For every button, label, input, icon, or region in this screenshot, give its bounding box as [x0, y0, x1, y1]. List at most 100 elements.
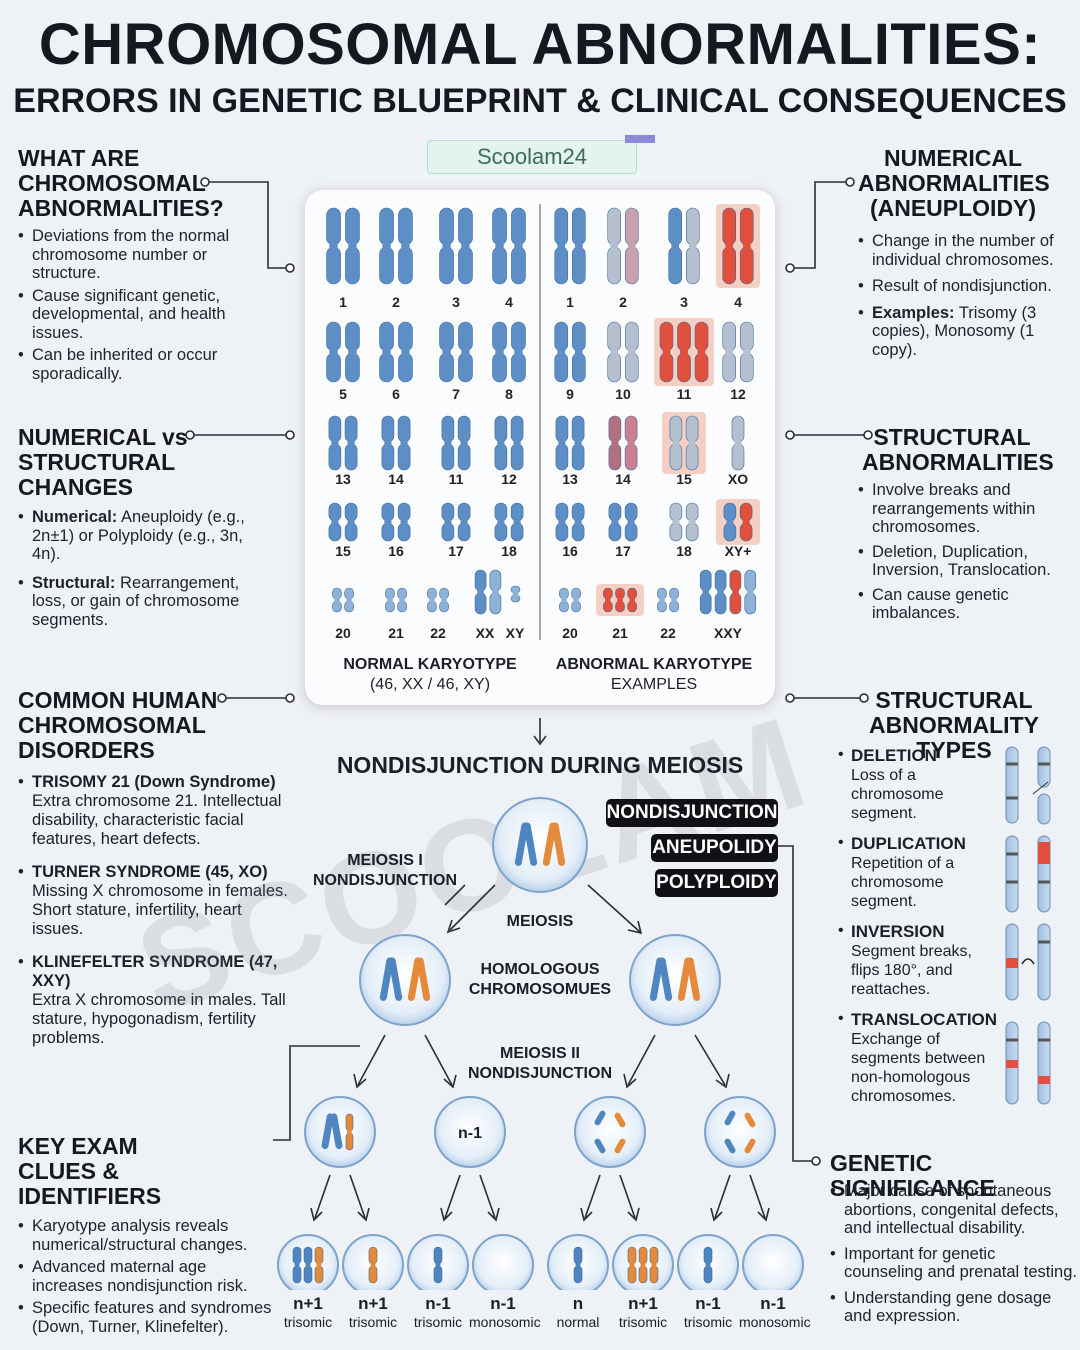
meiosis-title: NONDISJUNCTION DURING MEIOSIS [336, 752, 744, 778]
structural-title: STRUCTURAL ABNORMALITIES [862, 424, 1054, 475]
chromosome-icon [624, 321, 639, 383]
list-item: Can be inherited or occur sporadically. [18, 346, 268, 383]
chromosome-icon [441, 415, 455, 471]
chromosome-pair [441, 502, 471, 542]
chromosome-icon [344, 415, 358, 471]
chromosome-icon [615, 587, 625, 613]
exam-clues-title: KEY EXAM CLUES & IDENTIFIERS [18, 1133, 162, 1209]
chromosome-icon [345, 207, 360, 285]
list-item: Specific features and syndromes (Down, T… [18, 1299, 280, 1336]
struct-type-item: • DUPLICATION Repetition of a chromosome… [838, 834, 998, 922]
duplication-icon [1005, 835, 1051, 913]
chromosome-pair [328, 502, 358, 542]
chromosome-icon [397, 502, 411, 542]
chromosome-icon [326, 207, 341, 285]
chromosome-pair [731, 415, 745, 471]
chromosome-pair [381, 502, 411, 542]
chromosome-pair [607, 321, 639, 383]
disorder-item: • TURNER SYNDROME (45, XO) Missing X chr… [18, 863, 297, 939]
chromosome-label: XY+ [725, 543, 752, 559]
chromosome-label: 2 [619, 294, 627, 310]
chromosome-icon [559, 587, 569, 613]
result-type: trisomic [413, 1314, 463, 1330]
chromosome-label: 18 [676, 543, 692, 559]
bullet-text: Result of nondisjunction. [872, 277, 1052, 295]
chromosome-icon [494, 502, 508, 542]
chromosome-icon [326, 321, 341, 383]
chromosome-label: 15 [676, 471, 692, 487]
disorder-name: TURNER SYNDROME (45, XO) [32, 863, 268, 881]
disorder-name: KLINEFELTER SYNDROME (47, XXY) [32, 953, 278, 990]
chromosome-icon [510, 415, 524, 471]
chromosome-icon [345, 321, 360, 383]
chromosome-icon [458, 321, 473, 383]
what-are-title: WHAT ARE CHROMOSOMAL ABNORMALITIES? [18, 145, 224, 221]
chromosome-icon [571, 502, 585, 542]
chromosome-icon [714, 569, 727, 615]
struct-type-item: • INVERSION Segment breaks, flips 180°, … [838, 922, 998, 1010]
chromatid-icon [614, 1112, 626, 1128]
chromatid-icon [724, 1110, 736, 1126]
disorder-desc: Missing X chromosome in females. Short s… [32, 882, 288, 938]
chromosome-icon [685, 207, 700, 285]
result-count: n-1 [425, 1294, 451, 1313]
list-item: Involve breaks and rearrangements within… [858, 481, 1058, 537]
chromosome-icon [649, 1246, 659, 1284]
chromatid-icon [614, 1138, 626, 1154]
chromosome-label: 4 [505, 294, 513, 310]
chromosome-icon [397, 587, 407, 613]
exam-clues-list: Karyotype analysis reveals numerical/str… [18, 1217, 280, 1336]
struct-type-name: DUPLICATION [851, 834, 966, 853]
chromosome-icon [627, 1246, 637, 1284]
chromosome-label: 10 [615, 386, 631, 402]
x-chromosome-icon [677, 957, 701, 1001]
bullet-bold: Examples: [872, 303, 955, 322]
struct-type-name: DELETION [851, 746, 937, 765]
result-type: monosomic [739, 1314, 811, 1330]
chromosome-icon [439, 321, 454, 383]
chromatid-icon [724, 1138, 736, 1154]
x-chromosome-icon [379, 957, 403, 1001]
chromosome-icon [685, 502, 699, 542]
result-count: n-1 [490, 1294, 516, 1313]
list-item: Karyotype analysis reveals numerical/str… [18, 1217, 280, 1254]
chromosome-pair [608, 502, 638, 542]
list-item: Understanding gene dosage and expression… [830, 1289, 1078, 1326]
chromosome-icon [328, 415, 342, 471]
chromosome-icon [731, 415, 745, 471]
chromosome-icon [603, 587, 613, 613]
chromosome-icon [555, 415, 569, 471]
deletion-icon [1005, 746, 1051, 825]
chromosome-icon [398, 207, 413, 285]
chromosome-label: 8 [505, 386, 513, 402]
chromosome-icon [345, 1113, 354, 1151]
chromosome-label: 6 [392, 386, 400, 402]
list-item: Cause significant genetic, developmental… [18, 287, 268, 343]
chromosome-icon [554, 321, 569, 383]
chromosome-icon [571, 587, 581, 613]
meiosis2-label: MEIOSIS II NONDISJUNCTION [467, 1045, 612, 1082]
flag-icon [625, 135, 655, 143]
list-item: Examples: Trisomy (3 copies), Monosomy (… [858, 304, 1063, 360]
chromosome-icon [457, 415, 471, 471]
numerical-section: NUMERICAL ABNORMALITIES (ANEUPLOIDY) [858, 146, 1050, 221]
chromosome-label: 16 [388, 543, 404, 559]
struct-types-title: STRUCTURAL ABNORMALITY TYPES [869, 687, 1039, 763]
chromosome-pair [657, 587, 679, 613]
chromosome-icon [739, 502, 753, 542]
chromatid-icon [744, 1112, 756, 1128]
disorders-title: COMMON HUMAN CHROMOSOMAL DISORDERS [18, 687, 218, 763]
chromosome-pair [554, 207, 586, 285]
chromosome-icon [699, 569, 712, 615]
abnormal-karyotype-caption: ABNORMAL KARYOTYPE [555, 656, 753, 673]
chromosome-label: 12 [730, 386, 746, 402]
chromosome-icon [703, 1246, 713, 1284]
